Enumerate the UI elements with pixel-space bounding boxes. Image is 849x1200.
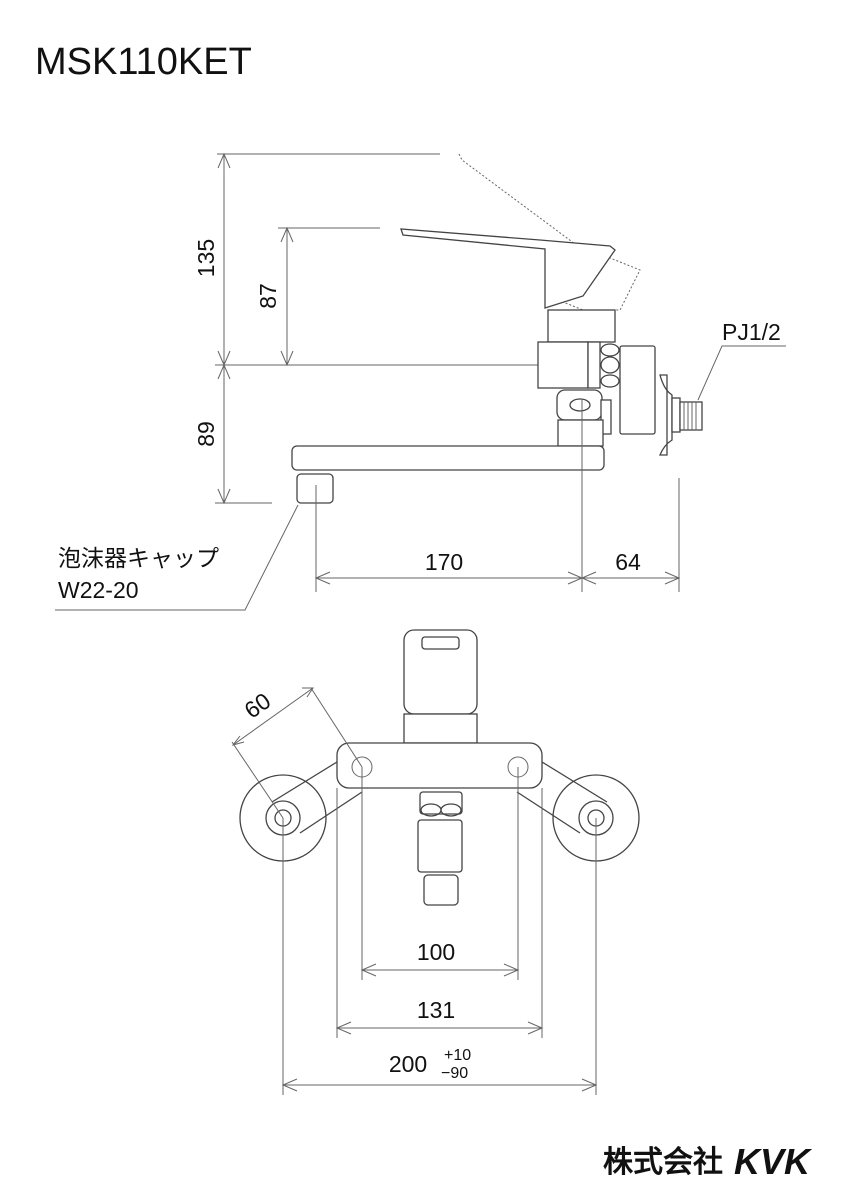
company-logo: 株式会社 KVK: [603, 1141, 813, 1182]
tolerance-minus: −90: [441, 1065, 468, 1082]
dim-170: 170: [425, 549, 463, 575]
company-name: 株式会社: [603, 1146, 723, 1179]
dim-60: 60: [239, 687, 275, 723]
connection-label: PJ1/2: [722, 319, 781, 345]
dim-89: 89: [193, 421, 219, 447]
aerator-size: W22-20: [58, 577, 139, 603]
dim-200: 200: [389, 1051, 427, 1077]
dim-131: 131: [417, 997, 455, 1023]
brand-name: KVK: [734, 1141, 813, 1182]
dim-135: 135: [193, 239, 219, 277]
model-title: MSK110KET: [35, 41, 252, 83]
tolerance-plus: +10: [444, 1047, 471, 1064]
dim-64: 64: [615, 549, 641, 575]
side-view: 135 87 89 170 64 PJ1/2: [55, 152, 786, 611]
front-view: 100 131 200 +10 −90 60: [231, 629, 640, 1095]
aerator-label: 泡沫器キャップ: [58, 545, 219, 571]
dim-100: 100: [417, 939, 455, 965]
dim-87: 87: [255, 283, 281, 309]
